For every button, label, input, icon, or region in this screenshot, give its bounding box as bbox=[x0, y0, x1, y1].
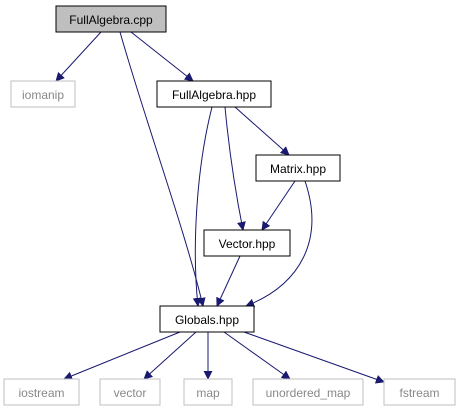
node-box bbox=[55, 5, 167, 33]
edge-fullalgebra-hpp-to-vector-hpp bbox=[224, 106, 246, 231]
node-label: vector bbox=[114, 386, 147, 400]
node-map: map bbox=[183, 378, 233, 406]
node-label: iostream bbox=[18, 386, 64, 400]
edge-globals-hpp-to-fstream bbox=[243, 331, 385, 384]
edge-globals-hpp-to-unordered-map bbox=[223, 331, 291, 380]
edge-matrix-hpp-to-globals-hpp bbox=[245, 180, 313, 308]
node-iomanip: iomanip bbox=[10, 80, 76, 108]
node-box bbox=[203, 229, 291, 257]
node-matrix-hpp[interactable]: Matrix.hpp bbox=[255, 154, 341, 182]
edge-vector-hpp-to-globals-hpp bbox=[216, 255, 241, 307]
node-box bbox=[10, 80, 76, 108]
node-label: map bbox=[196, 386, 220, 400]
node-box bbox=[99, 378, 161, 406]
node-fstream: fstream bbox=[383, 378, 456, 406]
node-box bbox=[3, 378, 80, 406]
node-label: FullAlgebra.cpp bbox=[69, 13, 153, 27]
nodes-layer: FullAlgebra.cpp iomanip FullAlgebra.hppMat… bbox=[3, 5, 456, 406]
node-box bbox=[252, 378, 364, 406]
edge-fullalgebra-hpp-to-globals-hpp bbox=[192, 106, 213, 307]
node-iostream: iostream bbox=[3, 378, 80, 406]
node-box bbox=[183, 378, 233, 406]
node-label: Globals.hpp bbox=[175, 313, 239, 327]
node-label: Vector.hpp bbox=[219, 237, 276, 251]
node-vector-hpp[interactable]: Vector.hpp bbox=[203, 229, 291, 257]
edge-fullalgebra-cpp-to-globals-hpp bbox=[119, 31, 206, 307]
node-label: FullAlgebra.hpp bbox=[172, 88, 256, 102]
edge-fullalgebra-cpp-to-iomanip bbox=[55, 31, 102, 82]
edge-fullalgebra-hpp-to-matrix-hpp bbox=[234, 106, 290, 156]
node-label: unordered_map bbox=[266, 386, 351, 400]
node-label: fstream bbox=[399, 386, 439, 400]
edge-globals-hpp-to-iostream bbox=[63, 331, 181, 381]
edge-fullalgebra-cpp-to-fullalgebra-hpp bbox=[130, 31, 194, 82]
node-fullalgebra-hpp[interactable]: FullAlgebra.hpp bbox=[156, 80, 272, 108]
node-box bbox=[255, 154, 341, 182]
node-label: Matrix.hpp bbox=[270, 162, 326, 176]
node-box bbox=[159, 305, 255, 333]
node-globals-hpp[interactable]: Globals.hpp bbox=[159, 305, 255, 333]
edge-matrix-hpp-to-vector-hpp bbox=[261, 180, 296, 231]
node-vector: vector bbox=[99, 378, 161, 406]
node-fullalgebra-cpp[interactable]: FullAlgebra.cpp bbox=[55, 5, 167, 33]
edges-layer bbox=[55, 31, 385, 384]
node-label: iomanip bbox=[22, 88, 64, 102]
node-box bbox=[383, 378, 456, 406]
edge-globals-hpp-to-vector bbox=[143, 331, 197, 380]
node-box bbox=[156, 80, 272, 108]
node-unordered-map: unordered_map bbox=[252, 378, 364, 406]
